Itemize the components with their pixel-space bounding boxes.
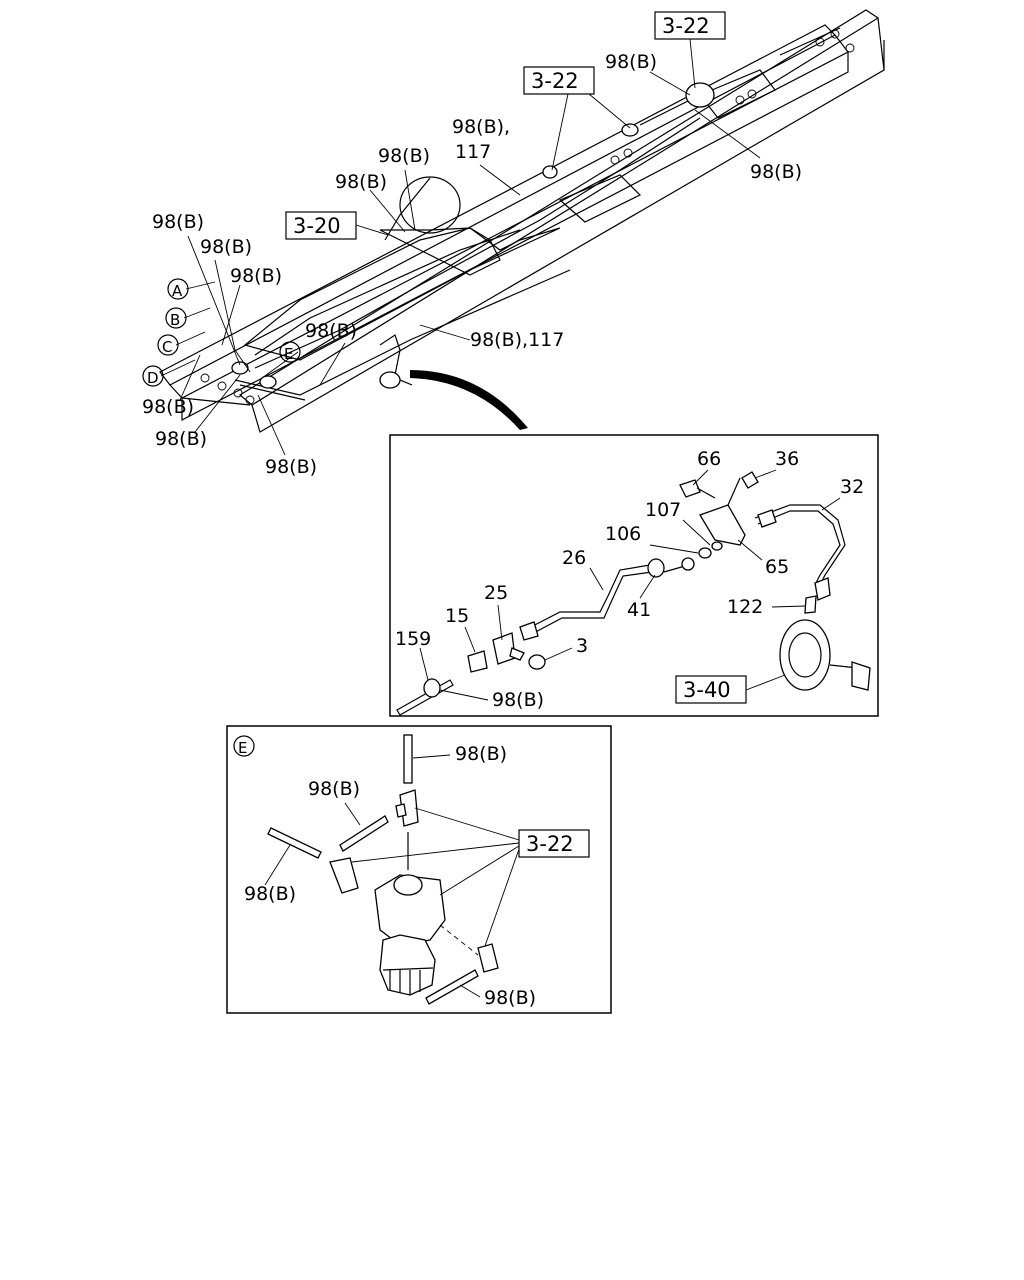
- label-98b-detail: 98(B): [492, 689, 544, 711]
- label-98b-9: 98(B): [305, 320, 357, 342]
- label-98b-e1: 98(B): [455, 743, 507, 765]
- label-26: 26: [562, 547, 586, 569]
- label-107: 107: [645, 499, 681, 521]
- top-labels: 3-22 3-22 3-20 98(B) 98(B) 98(B), 117 98…: [142, 11, 802, 478]
- label-32: 32: [840, 476, 864, 498]
- label-117: 117: [455, 141, 491, 163]
- circle-e: E: [284, 345, 293, 363]
- detail-e-box: E 98(B) 98(B) 98(B) 98(B) 3-22: [226, 725, 612, 1014]
- label-98b-7: 98(B): [200, 236, 252, 258]
- label-98b-e4: 98(B): [484, 987, 536, 1009]
- ref-3-22-mid: 3-22: [531, 69, 579, 93]
- label-98b-e2: 98(B): [308, 778, 360, 800]
- callout-arrow: [410, 370, 528, 430]
- ref-3-20: 3-20: [293, 214, 341, 238]
- circle-b: B: [170, 311, 180, 329]
- label-41: 41: [627, 599, 651, 621]
- label-15: 15: [445, 605, 469, 627]
- label-98b-e3: 98(B): [244, 883, 296, 905]
- label-122: 122: [727, 596, 763, 618]
- label-98b-2: 98(B): [750, 161, 802, 183]
- label-98b-12: 98(B): [265, 456, 317, 478]
- circle-a: A: [172, 282, 183, 300]
- ref-3-22-top: 3-22: [662, 14, 710, 38]
- label-98b-6: 98(B): [152, 211, 204, 233]
- label-66: 66: [697, 448, 721, 470]
- label-98b-11: 98(B): [155, 428, 207, 450]
- chassis-frame: [159, 9, 885, 433]
- circle-d: D: [147, 369, 159, 387]
- label-3: 3: [576, 635, 588, 657]
- circle-e-detail: E: [238, 739, 247, 757]
- label-98b-117: 98(B),117: [470, 329, 564, 351]
- label-65: 65: [765, 556, 789, 578]
- label-25: 25: [484, 582, 508, 604]
- circle-c: C: [162, 338, 172, 356]
- label-106: 106: [605, 523, 641, 545]
- label-36: 36: [775, 448, 799, 470]
- label-159: 159: [395, 628, 431, 650]
- label-98b-10: 98(B): [142, 396, 194, 418]
- ref-3-40: 3-40: [683, 678, 731, 702]
- ref-3-22-e: 3-22: [526, 832, 574, 856]
- label-98b-3: 98(B),: [452, 116, 510, 138]
- label-98b-8: 98(B): [230, 265, 282, 287]
- label-98b-4: 98(B): [378, 145, 430, 167]
- label-98b-5: 98(B): [335, 171, 387, 193]
- detail-box: 66 36 32 107 106 65 26 25 41 122 15 3 15…: [389, 434, 879, 717]
- label-98b-1: 98(B): [605, 51, 657, 73]
